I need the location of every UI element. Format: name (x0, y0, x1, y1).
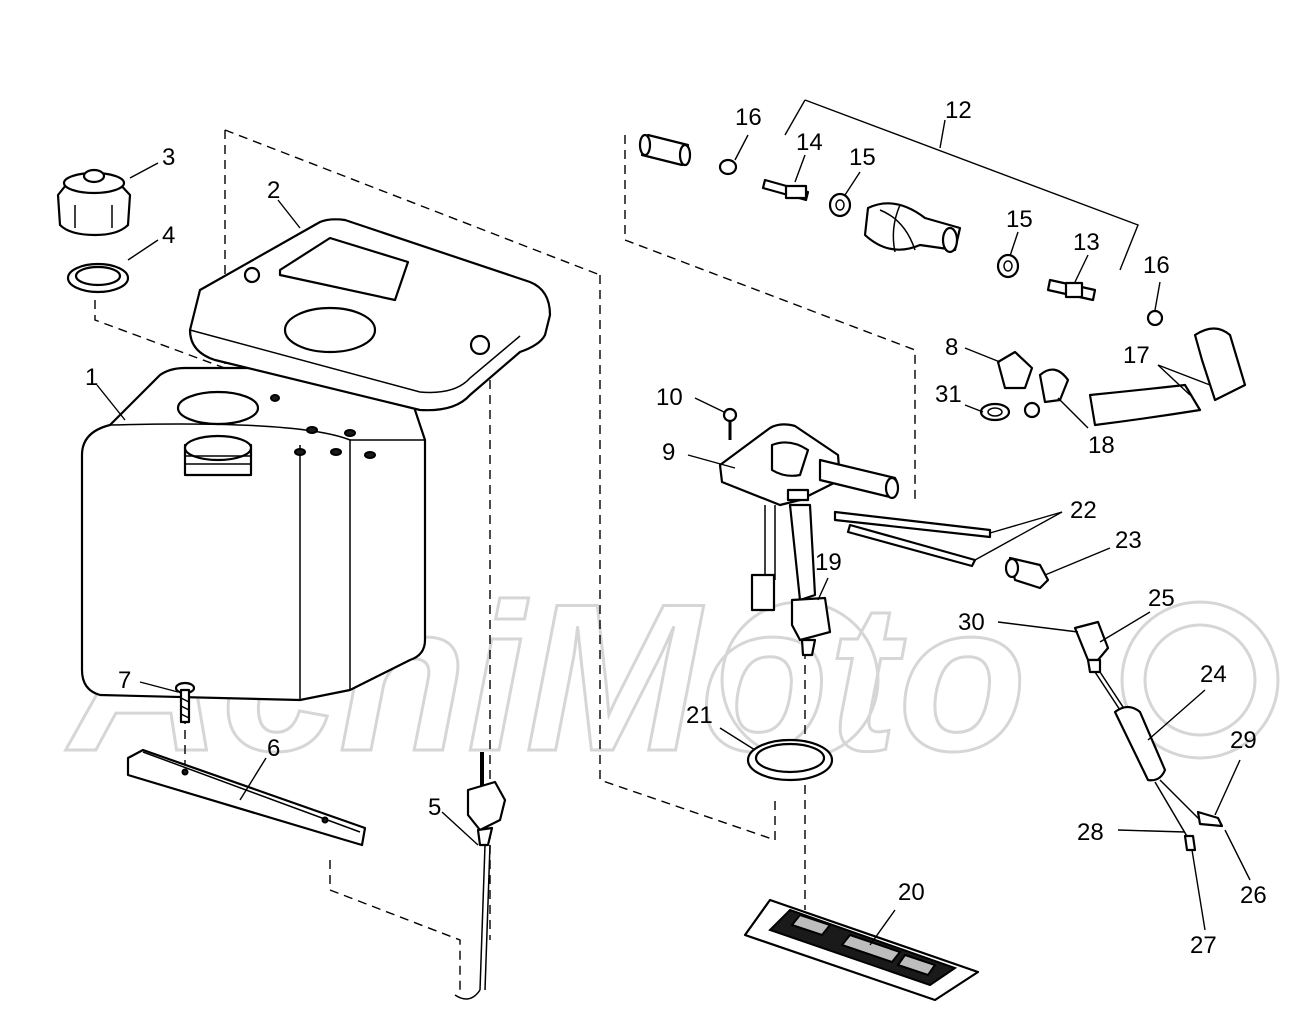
callout-12: 12 (945, 97, 972, 124)
callout-20: 20 (898, 879, 925, 906)
callout-25: 25 (1148, 585, 1175, 612)
clamp-16a (718, 158, 738, 176)
callout-15a: 15 (849, 144, 876, 171)
callout-21: 21 (686, 702, 713, 729)
screw (174, 681, 196, 724)
callout-5: 5 (428, 794, 441, 821)
primer-bulb (863, 202, 962, 254)
callout-7: 7 (118, 667, 131, 694)
wire-leads (833, 510, 992, 568)
check-valve-14 (761, 178, 810, 202)
callout-27: 27 (1190, 932, 1217, 959)
callout-23: 23 (1115, 527, 1142, 554)
callout-1: 1 (85, 364, 98, 391)
hose-fitting-tube (638, 133, 692, 167)
callouts: 1 2 3 4 5 6 7 8 9 10 12 13 14 15 15 16 1… (85, 97, 1267, 959)
filler-cap (56, 168, 132, 237)
sender-harness (1073, 620, 1224, 852)
callout-30: 30 (958, 609, 985, 636)
callout-16b: 16 (1143, 252, 1170, 279)
clamp-15b (996, 253, 1020, 279)
fuel-pickup (718, 423, 900, 657)
callout-31: 31 (935, 381, 962, 408)
callout-3: 3 (162, 144, 175, 171)
tank-cover (188, 218, 552, 412)
callout-22: 22 (1070, 497, 1097, 524)
callout-26: 26 (1240, 882, 1267, 909)
pickup-oring (746, 738, 834, 782)
clamp-16b (1146, 309, 1164, 327)
leader-lines (96, 99, 1251, 946)
callout-18: 18 (1088, 432, 1115, 459)
fuel-hose (1088, 327, 1247, 427)
callout-29: 29 (1230, 727, 1257, 754)
tank-strap (126, 748, 367, 847)
callout-14: 14 (796, 129, 823, 156)
callout-15b: 15 (1006, 206, 1033, 233)
cap-gasket (66, 262, 130, 294)
callout-19: 19 (815, 549, 842, 576)
fuel-gauge (454, 752, 507, 1000)
check-valve-13 (1046, 278, 1097, 302)
callout-2: 2 (267, 177, 280, 204)
connector-18 (1023, 368, 1070, 419)
pickup-screw (722, 407, 738, 440)
callout-9: 9 (662, 439, 675, 466)
clamp-31 (979, 402, 1011, 422)
callout-4: 4 (162, 222, 175, 249)
callout-8: 8 (945, 334, 958, 361)
clamp-15a (828, 192, 852, 218)
callout-16a: 16 (735, 104, 762, 131)
fuel-tank-body (80, 366, 427, 702)
callout-28: 28 (1077, 819, 1104, 846)
callout-6: 6 (267, 735, 280, 762)
callout-10: 10 (656, 384, 683, 411)
tank-bottom-plate (743, 898, 980, 1002)
sender-plug (1004, 556, 1050, 590)
callout-24: 24 (1200, 661, 1227, 688)
callout-17: 17 (1123, 342, 1150, 369)
clip-8 (996, 350, 1034, 390)
callout-13: 13 (1073, 229, 1100, 256)
